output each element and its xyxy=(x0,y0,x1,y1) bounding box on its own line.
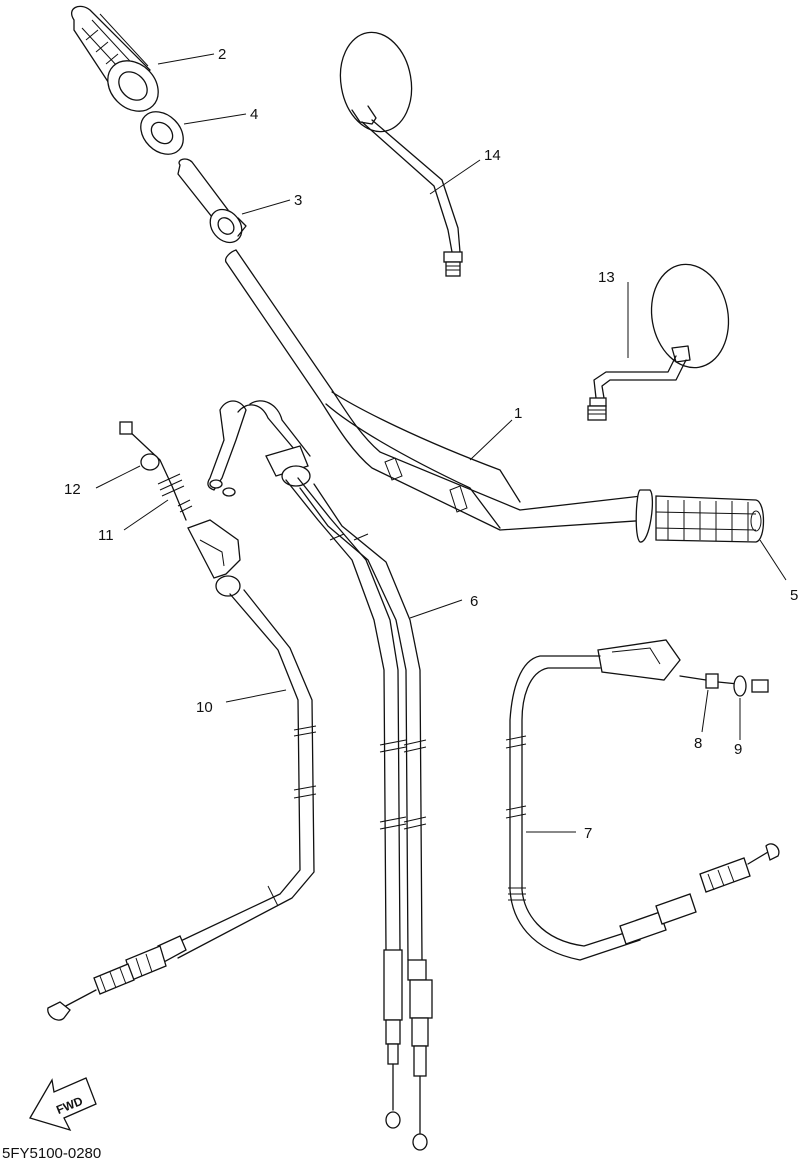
callout-8: 8 xyxy=(694,735,702,752)
callout-1: 1 xyxy=(514,405,522,422)
callout-12: 12 xyxy=(64,481,81,498)
callout-7: 7 xyxy=(584,825,592,842)
callout-4: 4 xyxy=(250,106,258,123)
left-grip[interactable] xyxy=(71,5,169,121)
callout-5: 5 xyxy=(790,587,798,604)
callout-2: 2 xyxy=(218,46,226,63)
left-mirror[interactable] xyxy=(333,27,463,277)
diagram-code: 5FY5100-0280 xyxy=(2,1145,101,1160)
callout-14: 14 xyxy=(484,147,501,164)
grip-collar[interactable] xyxy=(132,103,191,162)
handlebar[interactable] xyxy=(177,158,651,531)
clutch-cable[interactable] xyxy=(47,421,317,1021)
forward-arrow-icon: FWD xyxy=(29,1077,97,1132)
brake-cable[interactable] xyxy=(505,639,780,961)
right-mirror[interactable] xyxy=(587,258,736,421)
throttle-cables[interactable] xyxy=(207,400,433,1151)
throttle-clamp[interactable] xyxy=(204,203,249,249)
callout-11: 11 xyxy=(98,527,114,544)
right-grip[interactable] xyxy=(635,489,765,543)
callout-13: 13 xyxy=(598,269,615,286)
callout-9: 9 xyxy=(734,741,742,758)
leader-lines xyxy=(95,53,787,833)
callout-10: 10 xyxy=(196,699,213,716)
callout-6: 6 xyxy=(470,593,478,610)
callout-3: 3 xyxy=(294,192,302,209)
callout-labels: 1 2 3 4 5 6 7 8 9 10 11 12 13 14 xyxy=(64,46,798,842)
